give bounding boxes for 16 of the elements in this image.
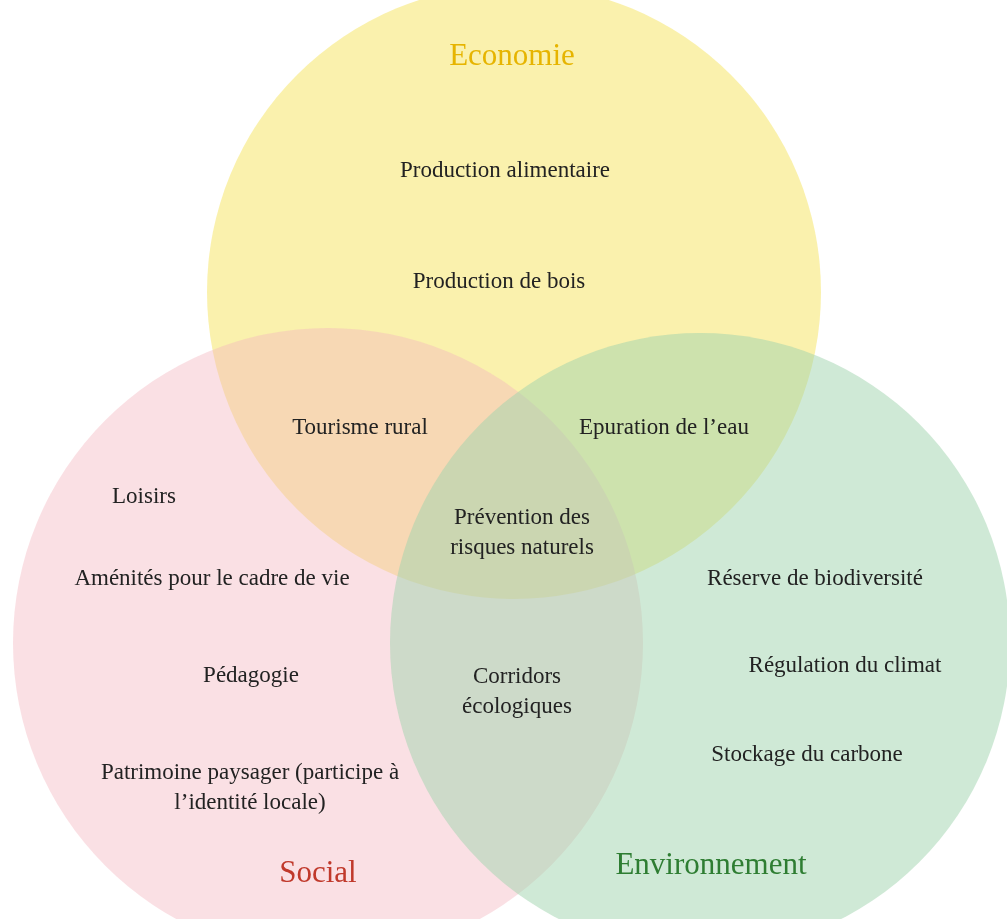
circle-item: Réserve de biodiversité: [707, 564, 923, 593]
circle-title: Economie: [449, 35, 575, 74]
circle-title: Social: [279, 852, 357, 891]
overlap-item: Epuration de l’eau: [579, 413, 749, 442]
circle-item: Production alimentaire: [399, 156, 611, 185]
circle-item: Loisirs: [112, 482, 176, 511]
circle-item: Production de bois: [412, 267, 586, 296]
circle-title: Environnement: [615, 844, 807, 883]
overlap-item: Prévention des risques naturels: [449, 503, 595, 561]
overlap-item: Tourisme rural: [292, 413, 428, 442]
circle-item: Pédagogie: [203, 661, 299, 690]
circle-item: Patrimoine paysager (participe à l’identité locale): [99, 758, 401, 816]
overlap-item: Corridors écologiques: [461, 662, 573, 720]
circle-item: Régulation du climat: [748, 651, 942, 680]
circle-item: Stockage du carbone: [711, 740, 903, 769]
circle-item: Aménités pour le cadre de vie: [74, 564, 350, 593]
